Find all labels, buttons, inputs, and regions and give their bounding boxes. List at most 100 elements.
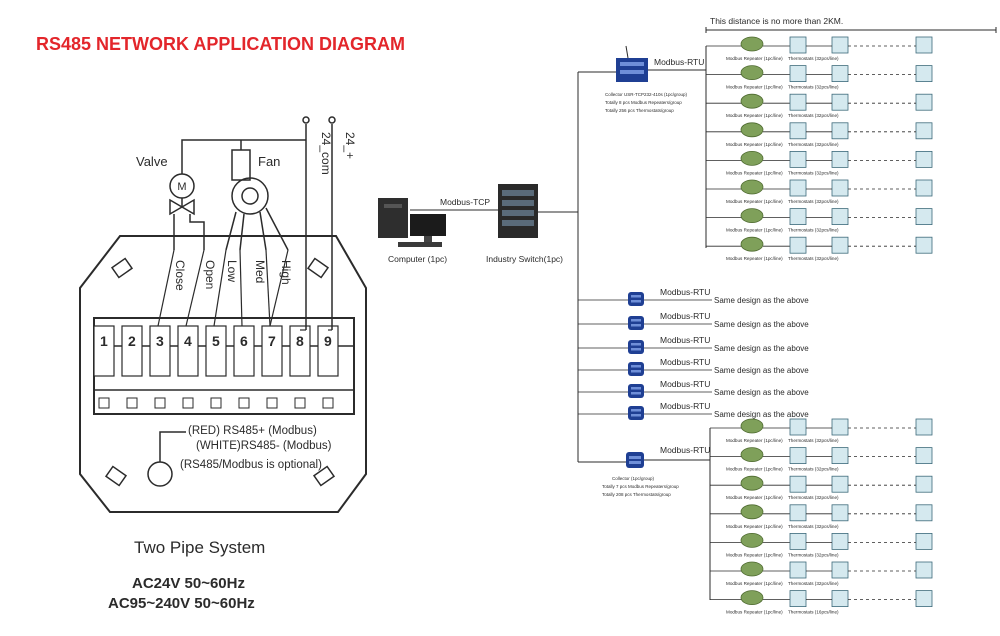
thermostat-icon	[789, 590, 807, 607]
thermostat-icon	[789, 179, 807, 197]
collector-icon-stripe	[631, 295, 641, 298]
fan-label: Fan	[258, 154, 280, 169]
power-spec-1: AC24V 50~60Hz	[132, 575, 245, 592]
collector-bottom-line-2: Totally 7 pcs Modbus Repeaters/group	[602, 484, 679, 489]
terminal-number: 7	[268, 333, 276, 349]
thermostat-label: Thermostats (32pcs/line)	[788, 199, 839, 204]
repeater-icon	[740, 533, 764, 548]
repeater-label: Modbus Repeater (1pc/line)	[726, 495, 783, 500]
terminal-number: 6	[240, 333, 248, 349]
page-title: RS485 NETWORK APPLICATION DIAGRAM	[36, 34, 405, 54]
terminal-screw	[177, 325, 199, 377]
terminal-screw	[93, 325, 115, 377]
collector-icon-stripe	[631, 300, 641, 303]
repeater-label: Modbus Repeater (1pc/line)	[726, 610, 783, 615]
repeater-label: Modbus Repeater (1pc/line)	[726, 256, 783, 261]
thermostat-icon	[915, 475, 933, 493]
mount-tab	[312, 465, 336, 487]
power-label-plus: 24_+	[343, 132, 357, 159]
collector-icon-stripe	[631, 414, 641, 417]
thermostat-icon	[915, 122, 933, 140]
repeater-icon	[740, 475, 764, 491]
same-design-label: Same design as the above	[714, 388, 809, 397]
thermostat-label: Thermostats (32pcs/line)	[788, 524, 839, 529]
thermostat-icon	[915, 561, 933, 579]
modbus-rtu-label: Modbus-RTU	[660, 311, 710, 321]
repeater-icon	[740, 504, 764, 520]
terminal-number: 1	[100, 333, 108, 349]
repeater-label: Modbus Repeater (1pc/line)	[726, 524, 783, 529]
repeater-label: Modbus Repeater (1pc/line)	[726, 581, 783, 586]
repeater-label: Modbus Repeater (1pc/line)	[726, 142, 783, 147]
terminal-wire	[213, 249, 227, 327]
same-design-label: Same design as the above	[714, 296, 809, 305]
thermostat-icon	[789, 36, 807, 54]
collector-icon	[628, 384, 644, 398]
repeater-label: Modbus Repeater (1pc/line)	[726, 467, 783, 472]
repeater-label: Modbus Repeater (1pc/line)	[726, 199, 783, 204]
terminal-slot	[210, 397, 222, 409]
repeater-label: Modbus Repeater (1pc/line)	[726, 438, 783, 443]
terminal-number: 2	[128, 333, 136, 349]
terminal-slot	[266, 397, 278, 409]
collector-top-line-1: Collector USR-TCP232-410s (1pc/group)	[605, 92, 688, 97]
thermostat-label: Thermostats (32pcs/line)	[788, 438, 839, 443]
terminal-slot	[294, 397, 306, 409]
repeater-icon	[740, 590, 764, 605]
terminal-screw	[149, 325, 171, 377]
terminal-screw	[261, 325, 283, 377]
modbus-rtu-top-label: Modbus-RTU	[654, 57, 704, 67]
terminal-wire	[157, 249, 175, 327]
terminal-number: 8	[296, 333, 304, 349]
repeater-label: Modbus Repeater (1pc/line)	[726, 85, 783, 90]
repeater-label: Modbus Repeater (1pc/line)	[726, 113, 783, 118]
thermostat-icon	[789, 93, 807, 111]
thermostat-outline	[79, 235, 367, 513]
same-design-label: Same design as the above	[714, 344, 809, 353]
thermostat-label: Thermostats (32pcs/line)	[788, 581, 839, 586]
collector-icon-stripe	[631, 343, 641, 346]
terminal-slot	[98, 397, 110, 409]
collector-bottom-line-1: Collector (1pc/group)	[612, 476, 655, 481]
thermostat-icon	[789, 447, 807, 465]
thermostat-icon	[915, 590, 933, 607]
same-design-label: Same design as the above	[714, 366, 809, 375]
repeater-icon	[740, 179, 764, 195]
terminal-slot	[182, 397, 194, 409]
rs485-minus-label: (WHITE)RS485- (Modbus)	[196, 440, 332, 452]
svg-text:M: M	[177, 181, 186, 193]
collector-icon	[628, 292, 644, 306]
thermostat-icon	[831, 93, 849, 111]
collector-top-line-2: Totally 8 pcs Modbus Repeaters/group	[605, 100, 682, 105]
repeater-label: Modbus Repeater (1pc/line)	[726, 552, 783, 557]
collector-icon-stripe	[631, 409, 641, 412]
terminal-label-med: Med	[253, 260, 267, 283]
terminal-screw	[289, 325, 311, 377]
thermostat-icon	[831, 447, 849, 465]
terminal-slot	[154, 397, 166, 409]
thermostat-icon	[915, 447, 933, 465]
thermostat-icon	[831, 122, 849, 140]
collector-icon-stripe	[631, 387, 641, 390]
terminal-wire	[265, 249, 271, 327]
terminal-dot	[302, 116, 310, 124]
repeater-label: Modbus Repeater (1pc/line)	[726, 228, 783, 233]
modbus-rtu-label: Modbus-RTU	[660, 287, 710, 297]
thermostat-icon	[831, 475, 849, 493]
repeater-icon	[740, 150, 764, 166]
thermostat-icon	[915, 236, 933, 254]
thermostat-icon	[789, 475, 807, 493]
collector-icon	[628, 340, 644, 354]
terminal-label-high: High	[279, 260, 293, 285]
same-design-label: Same design as the above	[714, 320, 809, 329]
repeater-icon	[740, 65, 764, 80]
terminal-screw	[233, 325, 255, 377]
network-diagram: This distance is no more than 2KM. Compu…	[378, 16, 997, 615]
terminal-number: 3	[156, 333, 164, 349]
thermostat-icon	[831, 236, 849, 254]
thermostat-icon	[915, 208, 933, 226]
thermostat-label: Thermostats (32pcs/line)	[788, 170, 839, 175]
thermostat-label: Thermostats (16pcs/line)	[788, 610, 839, 615]
power-label-com: 24_com	[319, 132, 333, 175]
